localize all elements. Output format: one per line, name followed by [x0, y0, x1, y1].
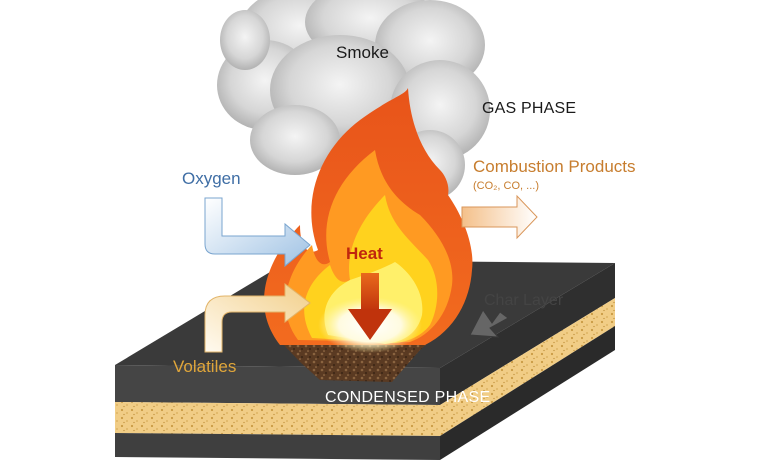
combustion-products-sublabel: (CO₂, CO, ...) — [473, 180, 539, 192]
heat-arrow — [348, 273, 392, 340]
heat-label: Heat — [346, 244, 383, 263]
gas-phase-label: GAS PHASE — [482, 100, 577, 117]
smoke-label: Smoke — [336, 43, 389, 62]
combustion-products-label: Combustion Products — [473, 157, 636, 176]
combustion-products-arrow — [461, 194, 538, 240]
char-layer-arrow — [469, 309, 509, 338]
oxygen-arrow — [204, 197, 311, 268]
volatiles-arrow — [204, 282, 311, 353]
volatiles-label: Volatiles — [173, 357, 237, 376]
condensed-phase-slab — [115, 260, 615, 460]
flame — [264, 88, 473, 353]
oxygen-label: Oxygen — [182, 169, 241, 188]
condensed-phase-label: CONDENSED PHASE — [325, 389, 491, 406]
char-layer-label: Char Layer — [484, 292, 564, 309]
